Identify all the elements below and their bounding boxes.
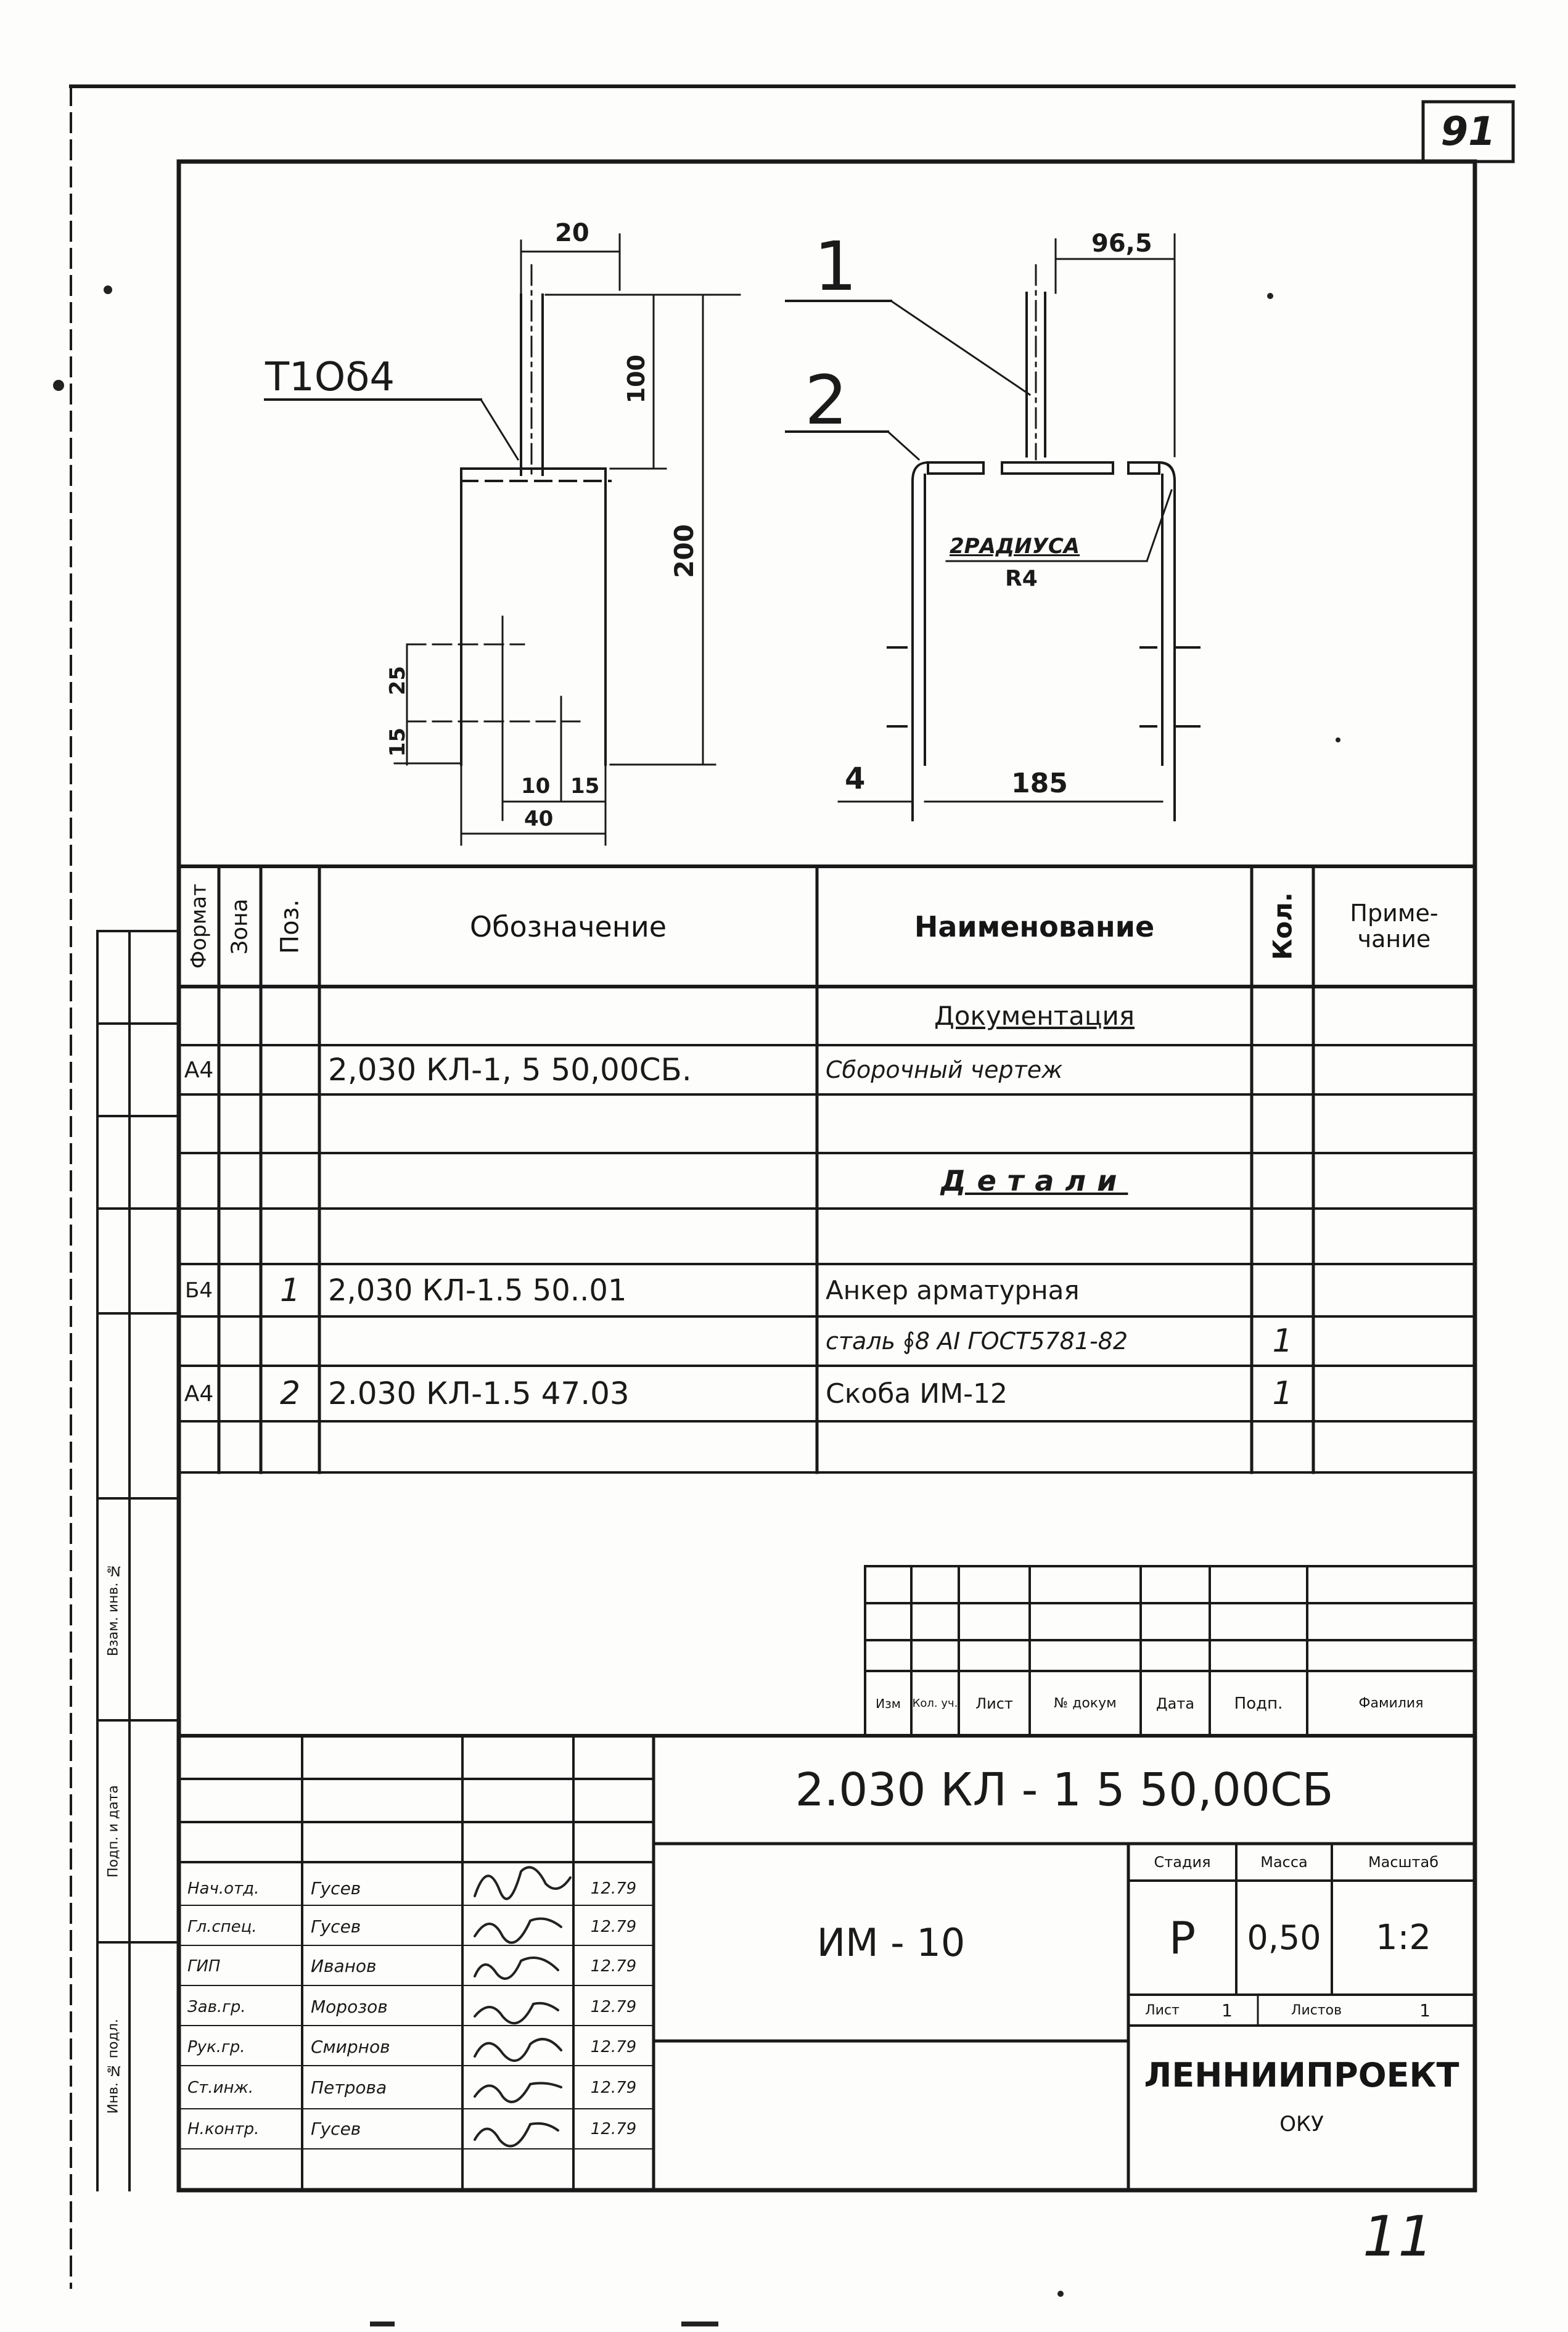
spec-header-designation: Обозначение	[469, 909, 667, 943]
date-6: 12.79	[590, 2119, 637, 2138]
role-4: Рук.гр.	[187, 2037, 245, 2056]
spec-row-6-name: сталь ∮8 АI ГОСТ5781-82	[826, 1328, 1128, 1355]
spec-row-7-designation: 2.030 КЛ-1.5 47.03	[328, 1376, 630, 1411]
rev-header-list: Лист	[975, 1694, 1013, 1712]
handwritten-page-mark: 11	[1363, 2204, 1434, 2269]
dim-185: 185	[1011, 768, 1068, 799]
dim-20: 20	[555, 219, 589, 247]
date-3: 12.79	[590, 1997, 637, 2016]
spec-row-1-format: A4	[184, 1057, 214, 1083]
weld-label: T1Oδ4	[265, 355, 395, 400]
role-1: Гл.спец.	[187, 1917, 257, 1936]
leader-2-label: 2	[805, 361, 848, 440]
dim-25: 25	[385, 666, 410, 696]
date-0: 12.79	[590, 1879, 637, 1898]
rev-header-date: Дата	[1155, 1694, 1195, 1712]
scale-value: 1:2	[1375, 1918, 1432, 1958]
organization-name: ЛЕННИИПРОЕКТ	[1144, 2055, 1459, 2095]
dim-4: 4	[845, 762, 866, 796]
dim-200: 200	[669, 524, 699, 578]
dim-40: 40	[524, 807, 554, 831]
dim-15-horizontal: 15	[570, 774, 600, 799]
role-6: Н.контр.	[187, 2119, 260, 2138]
side-label-inv-orig: Инв. № подл.	[105, 2019, 121, 2114]
sheet-number: 91	[1440, 109, 1496, 155]
name-3: Морозов	[311, 1997, 388, 2017]
organization-sub: ОКУ	[1279, 2112, 1324, 2137]
spec-row-7-pos: 2	[279, 1375, 301, 1412]
spec-row-7-format: A4	[184, 1381, 214, 1406]
spec-header-qty: Кол.	[1267, 892, 1298, 961]
name-4: Смирнов	[311, 2037, 390, 2057]
document-code: 2.030 КЛ - 1 5 50,00СБ	[795, 1763, 1334, 1817]
dim-100: 100	[623, 355, 650, 404]
sheet-value: 1	[1221, 2000, 1233, 2021]
role-0: Нач.отд.	[187, 1879, 260, 1898]
spec-row-5-designation: 2,030 КЛ-1.5 50..01	[328, 1273, 627, 1308]
spec-row-6-qty: 1	[1272, 1323, 1293, 1360]
spec-header-zone: Зона	[227, 898, 253, 955]
spec-header-pos: Поз.	[276, 899, 305, 954]
name-6: Гусев	[311, 2119, 361, 2139]
dim-15-vertical: 15	[385, 728, 410, 757]
rev-header-surname: Фамилия	[1358, 1696, 1424, 1711]
mass-value: 0,50	[1247, 1918, 1321, 1957]
name-5: Петрова	[311, 2077, 387, 2098]
sheets-label: Листов	[1291, 2002, 1342, 2018]
spec-header-note: Приме-чание	[1350, 899, 1439, 953]
date-5: 12.79	[590, 2078, 637, 2097]
rev-header-izm: Изм	[876, 1696, 901, 1711]
sheet-label: Лист	[1145, 2002, 1180, 2018]
spec-row-7-name: Скоба ИМ-12	[826, 1377, 1008, 1410]
spec-row-5-pos: 1	[279, 1271, 301, 1309]
role-3: Зав.гр.	[187, 1997, 246, 2016]
rev-header-sign: Подп.	[1234, 1694, 1283, 1713]
spec-header-name: Наименование	[914, 909, 1155, 943]
dim-96-5: 96,5	[1091, 229, 1152, 258]
side-label-inv-dup: Взам. инв. №	[105, 1562, 121, 1656]
spec-row-5-format: Б4	[185, 1278, 213, 1303]
spec-row-5-name: Анкер арматурная	[826, 1275, 1080, 1305]
date-4: 12.79	[590, 2037, 637, 2056]
spec-header-format: Формат	[186, 884, 211, 969]
side-label-sign-date: Подп. и дата	[105, 1785, 121, 1878]
rev-header-kol-uch: Кол. уч.	[912, 1697, 958, 1710]
mass-label: Масса	[1260, 1854, 1308, 1871]
scale-label: Масштаб	[1368, 1854, 1439, 1871]
radius-note-line2: R4	[1005, 566, 1038, 591]
radius-note-line1: 2РАДИУСА	[950, 534, 1080, 559]
name-0: Гусев	[311, 1878, 361, 1899]
dim-10: 10	[521, 774, 551, 799]
rev-header-doc: № докум	[1054, 1696, 1117, 1711]
date-2: 12.79	[590, 1956, 637, 1976]
role-5: Ст.инж.	[187, 2078, 254, 2097]
name-1: Гусев	[311, 1916, 361, 1937]
spec-row-1-name: Сборочный чертеж	[826, 1056, 1063, 1083]
date-1: 12.79	[590, 1917, 637, 1936]
leader-1-label: 1	[814, 227, 857, 306]
stage-value: Р	[1168, 1911, 1196, 1964]
spec-row-1-designation: 2,030 КЛ-1, 5 50,00СБ.	[328, 1052, 692, 1088]
sheets-value: 1	[1419, 2000, 1430, 2021]
name-2: Иванов	[311, 1956, 377, 1976]
stage-label: Стадия	[1154, 1854, 1211, 1871]
role-2: ГИП	[187, 1956, 221, 1976]
spec-row-7-qty: 1	[1272, 1375, 1293, 1412]
spec-row-0-name: Документация	[934, 1001, 1135, 1031]
item-name: ИМ - 10	[816, 1919, 966, 1965]
spec-row-3-name: Детали	[940, 1164, 1128, 1197]
